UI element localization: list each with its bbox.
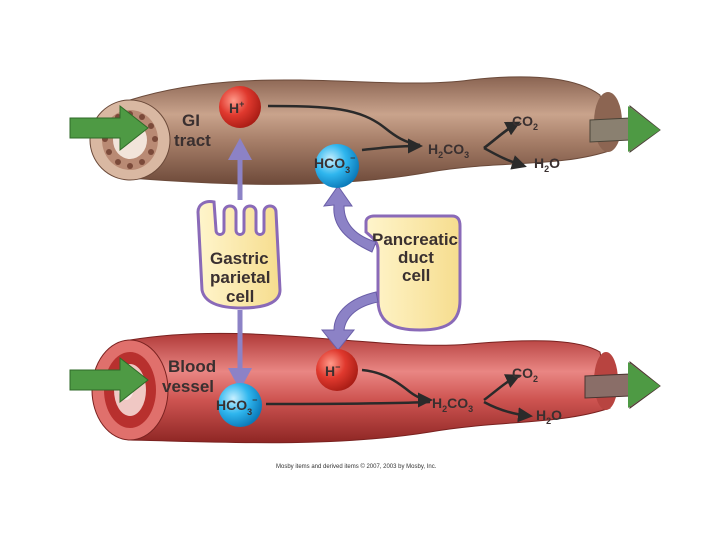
gi-h-ion: H+ xyxy=(219,86,261,128)
gastric-label-1: Gastric xyxy=(210,249,269,268)
blood-hco3-symbol: HCO xyxy=(216,397,247,413)
pancreatic-label-3: cell xyxy=(402,266,430,285)
gastric-to-gi-arrow xyxy=(228,138,252,200)
copyright-credit: Mosby items and derived items © 2007, 20… xyxy=(276,463,437,470)
svg-text:HCO3−: HCO3− xyxy=(216,395,257,417)
gastric-parietal-cell xyxy=(196,200,282,310)
pancreatic-label-1: Pancreatic xyxy=(372,230,458,249)
blood-water: H2O xyxy=(536,407,562,426)
blood-hco3-charge: − xyxy=(252,395,257,405)
blood-label-1: Blood xyxy=(168,357,216,376)
blood-reaction-arrow-bottom xyxy=(265,400,431,406)
gi-label-1: GI xyxy=(182,111,200,130)
svg-text:HCO3−: HCO3− xyxy=(314,153,355,175)
gi-inflow-arrow xyxy=(69,104,149,152)
blood-carbonic-acid: H2CO3 xyxy=(432,395,473,414)
blood-split-arrow-up xyxy=(483,374,521,402)
gi-co2: CO2 xyxy=(512,113,538,132)
gi-hco3-symbol: HCO xyxy=(314,155,345,171)
gi-outflow-arrow-tip xyxy=(628,106,660,152)
blood-hco3-ion: HCO3− xyxy=(216,383,262,427)
gi-h-ion-symbol: H xyxy=(229,100,239,116)
gi-water: H2O xyxy=(534,155,560,174)
gi-split-arrow-up xyxy=(483,121,521,150)
svg-text:H+: H+ xyxy=(229,99,244,116)
blood-split-arrow-down xyxy=(483,400,533,423)
blood-h-ion-charge: − xyxy=(335,362,340,372)
gi-hco3-ion: HCO3− xyxy=(314,144,359,188)
gastric-to-blood-arrow xyxy=(228,310,252,390)
blood-h-ion: H− xyxy=(316,349,358,391)
blood-label-2: vessel xyxy=(162,377,214,396)
gi-reaction-arrow xyxy=(267,104,420,150)
gi-hco3-charge: − xyxy=(350,153,355,163)
pancreatic-label-2: duct xyxy=(398,248,434,267)
gi-carbonic-acid: H2CO3 xyxy=(428,141,469,160)
gi-hco3-sub: 3 xyxy=(345,165,350,175)
blood-reaction-arrow-top xyxy=(361,368,433,408)
blood-co2: CO2 xyxy=(512,365,538,384)
gi-h-ion-charge: + xyxy=(239,99,244,109)
gastric-label-2: parietal xyxy=(210,268,270,287)
pancreatic-duct-cell xyxy=(364,214,462,332)
svg-text:H−: H− xyxy=(325,362,340,379)
gastric-label-3: cell xyxy=(226,287,254,306)
blood-inflow-arrow xyxy=(69,356,149,404)
blood-h-ion-symbol: H xyxy=(325,363,335,379)
gi-label-2: tract xyxy=(174,131,211,150)
blood-hco3-sub: 3 xyxy=(247,407,252,417)
blood-outflow-arrow-tip xyxy=(628,362,660,408)
